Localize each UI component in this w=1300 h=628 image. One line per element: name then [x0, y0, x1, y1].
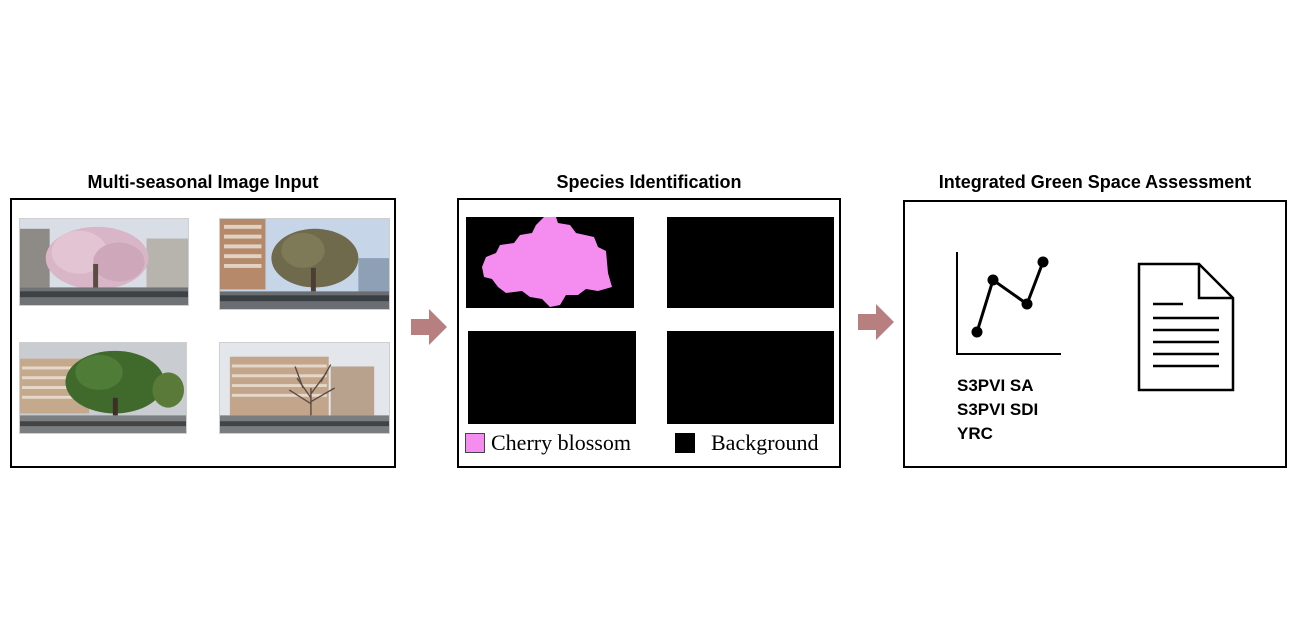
street-photo-winter — [219, 342, 390, 434]
metric-yrc: YRC — [957, 424, 993, 443]
segmentation-mask-spring — [466, 217, 634, 308]
street-photo-spring — [19, 218, 189, 306]
arrow-right-icon — [411, 309, 447, 345]
segmentation-mask-green — [468, 331, 636, 424]
legend-item-background: Background — [675, 430, 819, 456]
legend-swatch-cherry-blossom — [465, 433, 485, 453]
arrow-right-icon — [858, 304, 894, 340]
metric-s3pvi-sa: S3PVI SA — [957, 376, 1034, 395]
input-panel-title: Multi-seasonal Image Input — [87, 172, 319, 192]
assessment-panel: S3PVI SA S3PVI SDI YRC — [903, 200, 1287, 468]
metric-s3pvi-sdi: S3PVI SDI — [957, 400, 1039, 419]
legend-item-cherry-blossom: Cherry blossom — [465, 430, 631, 456]
legend-label-background: Background — [711, 430, 819, 455]
assessment-panel-title: Integrated Green Space Assessment — [938, 172, 1252, 192]
species-identification-panel: Cherry blossom Background — [457, 198, 841, 468]
species-panel-title: Species Identification — [556, 172, 742, 192]
street-photo-summer — [219, 218, 390, 310]
segmentation-mask-summer — [667, 217, 834, 308]
image-input-panel — [10, 198, 396, 468]
legend-swatch-background — [675, 433, 695, 453]
line-chart-icon — [951, 250, 1063, 358]
legend-label-cherry-blossom: Cherry blossom — [491, 430, 631, 455]
document-icon — [1137, 262, 1235, 392]
metric-list: S3PVI SA S3PVI SDI YRC — [957, 374, 1038, 446]
street-photo-green — [19, 342, 187, 434]
segmentation-mask-winter — [667, 331, 834, 424]
